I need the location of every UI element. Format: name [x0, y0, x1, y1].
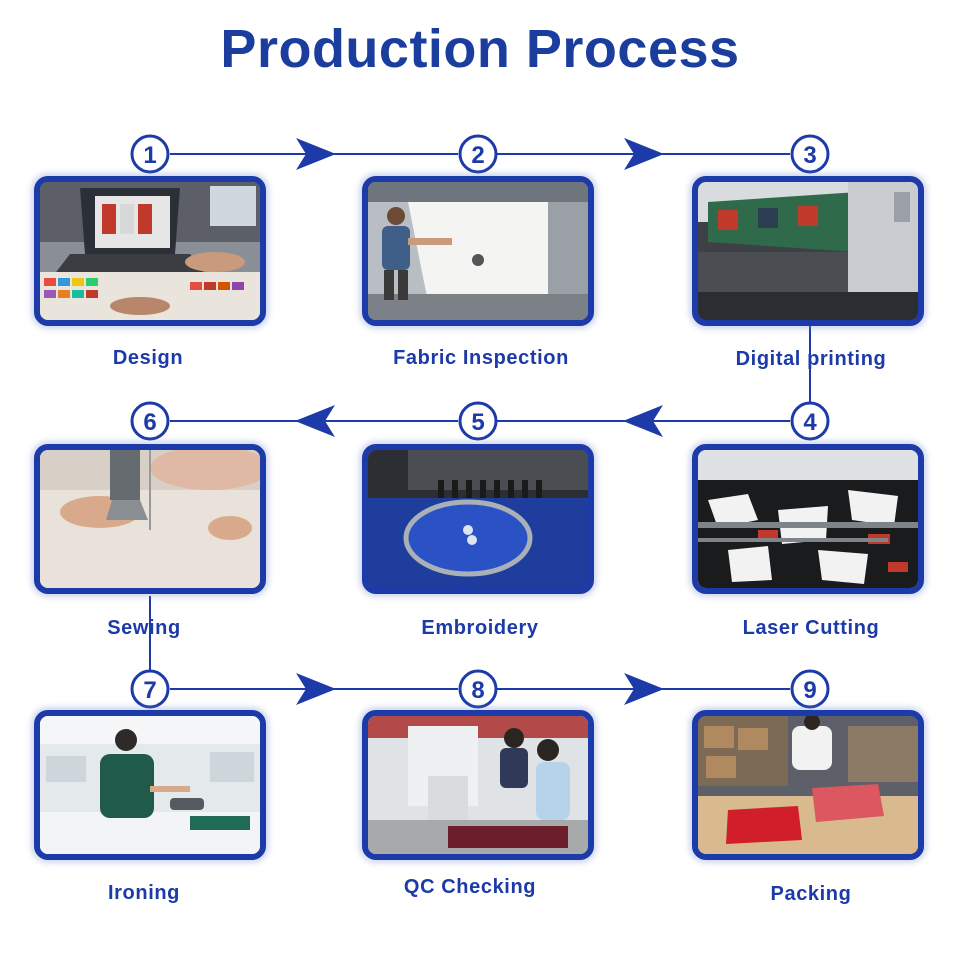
step-number: 2: [471, 142, 484, 169]
step-photo-fabric-inspection: [362, 176, 594, 326]
arrow-right-icon: [296, 138, 336, 170]
step-label-fabric-inspection: Fabric Inspection: [393, 347, 569, 369]
step-label-laser-cutting: Laser Cutting: [742, 617, 880, 639]
step-number-circle: [130, 401, 170, 441]
step-number: 6: [143, 409, 156, 436]
step-number-circle: [130, 669, 170, 709]
step-label-design: Design: [112, 347, 184, 369]
arrow-left-icon: [623, 405, 663, 437]
step-photo-design: [34, 176, 266, 326]
step-number: 5: [471, 409, 484, 436]
step-label-qc-checking: QC Checking: [403, 876, 537, 898]
step-label-digital-printing: Digital printing: [735, 348, 887, 370]
step-number-circle: [458, 401, 498, 441]
step-photo-embroidery: [362, 444, 594, 594]
step-number: 3: [803, 142, 816, 169]
step-number-circle: [790, 134, 830, 174]
arrow-left-icon: [295, 405, 335, 437]
arrow-right-icon: [624, 138, 664, 170]
step-number-circle: [458, 134, 498, 174]
step-number-circle: [790, 669, 830, 709]
arrow-right-icon: [296, 673, 336, 705]
page-title: Production Process: [220, 19, 740, 79]
step-number-circle: [790, 401, 830, 441]
step-number-circle: [130, 134, 170, 174]
step-photo-qc-checking: [362, 710, 594, 860]
step-photo-packing: [692, 710, 924, 860]
step-label-sewing: Sewing: [107, 617, 181, 639]
step-number: 7: [143, 677, 156, 704]
step-photo-ironing: [34, 710, 266, 860]
step-photo-laser-cutting: [692, 444, 924, 594]
step-photo-digital-printing: [692, 176, 924, 326]
step-photo-sewing: [34, 444, 266, 594]
arrow-right-icon: [624, 673, 664, 705]
step-number: 8: [471, 677, 484, 704]
step-label-packing: Packing: [770, 883, 852, 905]
step-label-ironing: Ironing: [108, 882, 180, 904]
step-number-circle: [458, 669, 498, 709]
step-number: 9: [803, 677, 816, 704]
step-number: 4: [803, 409, 817, 436]
step-number: 1: [143, 142, 156, 169]
step-label-embroidery: Embroidery: [421, 617, 539, 639]
